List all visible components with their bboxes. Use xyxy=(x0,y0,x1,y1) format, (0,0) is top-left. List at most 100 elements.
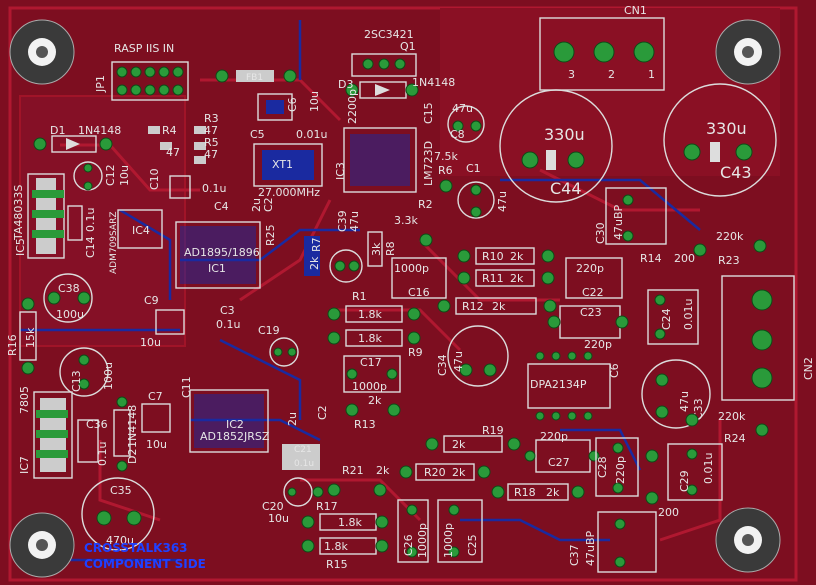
footer-line1: CROSSTALK363 xyxy=(84,541,188,555)
ic7-label: IC7 xyxy=(18,456,31,474)
ic5-label: IC5 xyxy=(14,238,27,256)
c29-label: C29 xyxy=(678,470,691,492)
r24-value: 220k xyxy=(718,410,746,423)
c10-label: C10 xyxy=(148,168,161,190)
r13-label: R13 xyxy=(354,418,376,431)
c25-capacitor xyxy=(437,499,483,563)
c24-value: 0.01u xyxy=(682,299,695,330)
r1-value: 1.8k xyxy=(358,308,382,321)
r13-value: 2k xyxy=(368,394,382,407)
c23-label: C23 xyxy=(580,306,602,319)
c34-value: 47u xyxy=(452,351,465,372)
d2-type: 1N4148 xyxy=(126,405,139,448)
c25-value: 1000p xyxy=(442,523,455,558)
c38-label: C38 xyxy=(58,282,80,295)
c6-label: C6 xyxy=(286,97,299,112)
c12-value: 10u xyxy=(118,165,131,186)
r11-resistor xyxy=(457,269,555,287)
r16-resistor xyxy=(19,297,37,375)
c15-value: 2200p xyxy=(346,89,359,124)
c34-capacitor xyxy=(447,325,509,387)
c22-capacitor xyxy=(565,257,623,299)
ic4-label: IC4 xyxy=(132,224,150,237)
r15-label: R15 xyxy=(326,558,348,571)
r6-label: R6 xyxy=(438,164,453,177)
c4-label: C4 xyxy=(214,200,229,213)
r2-value: 3.3k xyxy=(394,214,418,227)
c2-top-label: C2 xyxy=(262,197,275,212)
r14-value: 200 xyxy=(674,252,695,265)
r7-value: 2k xyxy=(308,256,321,270)
c11-value: C11 xyxy=(180,376,193,398)
r10-value: 2k xyxy=(510,250,524,263)
ic5-regulator xyxy=(27,173,65,259)
rasp-iis-label: RASP IIS IN xyxy=(114,42,174,55)
ic1-label: IC1 xyxy=(208,262,226,275)
c38-value: 100u xyxy=(56,308,84,321)
r8-resistor xyxy=(367,231,383,267)
c39-capacitor xyxy=(329,249,363,283)
c15-label: C15 xyxy=(422,102,435,124)
ic5-type: TA48033S xyxy=(12,185,25,241)
r20-resistor xyxy=(399,463,491,481)
c17-label: C17 xyxy=(360,356,382,369)
cn1-pin1: 1 xyxy=(648,68,655,81)
c10-value: 0.1u xyxy=(202,182,226,195)
c43-capacitor xyxy=(663,83,777,197)
c8-capacitor xyxy=(447,105,485,143)
r20-label: R20 xyxy=(424,466,446,479)
cn1-pin2: 2 xyxy=(608,68,615,81)
xt1-label: XT1 xyxy=(272,158,293,171)
c5-value: 0.01u xyxy=(296,128,327,141)
r12-value: 2k xyxy=(492,300,506,313)
d1-type-label: 1N4148 xyxy=(78,124,121,137)
c26-value: 1000p xyxy=(416,523,429,558)
c5-label: C5 xyxy=(250,128,265,141)
c33-capacitor xyxy=(641,359,711,429)
c16-capacitor xyxy=(391,257,447,299)
adm-type: ADM709SARZ xyxy=(109,212,119,275)
r2-label: R2 xyxy=(418,198,433,211)
c30-value: 47uBP xyxy=(612,204,625,240)
c3-value: 0.1u xyxy=(216,318,240,331)
fb1-label: FB1 xyxy=(246,73,263,83)
c28-label: C28 xyxy=(596,456,609,478)
c6-dpa-label: C6 xyxy=(608,363,621,378)
ic3-label: IC3 xyxy=(334,162,347,180)
r3-r4-r5-group xyxy=(148,126,206,164)
r9-label: R9 xyxy=(408,346,423,359)
ic2-dac xyxy=(189,389,269,453)
r18-value: 2k xyxy=(546,486,560,499)
c27-value: 220p xyxy=(540,430,568,443)
c38-capacitor xyxy=(43,273,93,323)
c24-capacitor xyxy=(647,289,699,345)
c20-label: C20 xyxy=(262,500,284,513)
mounting-hole-br xyxy=(715,507,781,573)
c43-label: C43 xyxy=(720,163,752,182)
c21-value: 0.1u xyxy=(294,459,314,469)
mounting-hole-bl xyxy=(9,512,75,578)
c3-label: C3 xyxy=(220,304,235,317)
ic7-regulator xyxy=(33,391,73,479)
d1-label: D1 xyxy=(50,124,65,137)
c37-label: C37 xyxy=(568,544,581,566)
r15-value: 1.8k xyxy=(324,540,348,553)
c12-label: C12 xyxy=(104,164,117,186)
c7-label: C7 xyxy=(148,390,163,403)
c2-bottom-label: C2 xyxy=(316,405,329,420)
ic7-type: 7805 xyxy=(18,386,31,414)
c16-label: C16 xyxy=(408,286,430,299)
c39-label: C39 xyxy=(336,210,349,232)
c37-capacitor xyxy=(597,511,657,573)
r12-resistor xyxy=(437,297,557,315)
ic2-type: AD1852JRSZ xyxy=(200,430,270,443)
r11-value: 2k xyxy=(510,272,524,285)
r3-value: 47 xyxy=(204,124,218,137)
c28-value: 220p xyxy=(614,456,627,484)
r5-value: 47 xyxy=(204,148,218,161)
c37-value: 47uBP xyxy=(584,530,597,566)
r17-label: R17 xyxy=(316,500,338,513)
d3-label: D3 xyxy=(338,78,353,91)
